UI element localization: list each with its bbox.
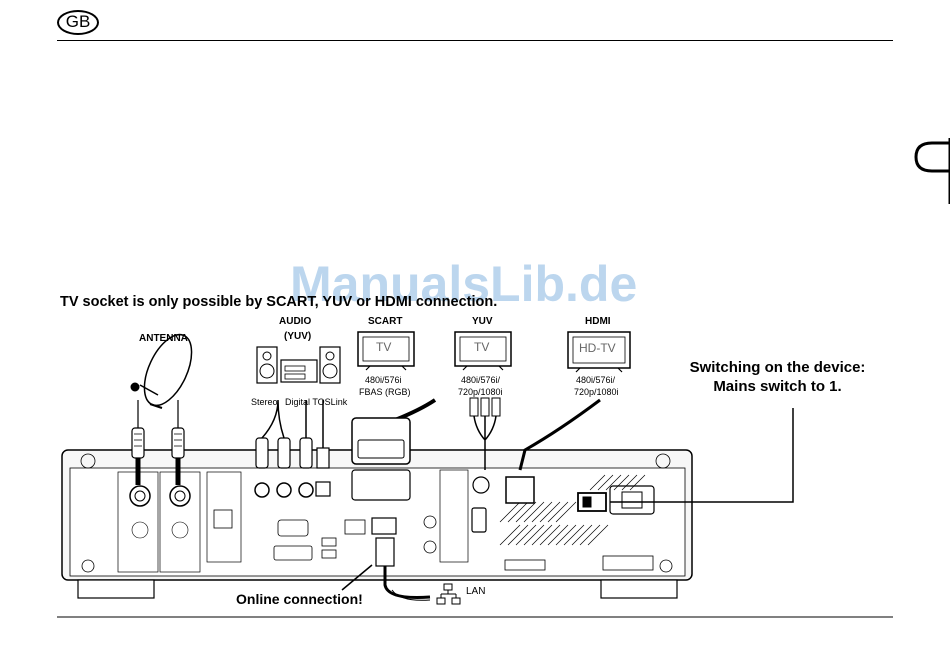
yuv-tv-text: TV [474,341,489,353]
hdmi-res-1: 480i/576i/ [576,374,615,386]
switch-note: Switching on the device: Mains switch to… [660,358,895,396]
switch-note-line1: Switching on the device: [660,358,895,377]
switch-note-line2: Mains switch to 1. [660,377,895,396]
audio-label: AUDIO [279,316,311,327]
network-icon [437,584,460,604]
antenna-label: ANTENNA [139,333,188,344]
scart-res-1: 480i/576i [365,374,402,386]
hdmi-res-2: 720p/1080i [574,386,619,398]
yuv-label: YUV [472,316,493,327]
stereo-label: Stereo [251,396,278,408]
yuv-res-1: 480i/576i/ [461,374,500,386]
hdmi-label: HDMI [585,316,611,327]
lan-label: LAN [466,586,485,597]
scart-res-2: FBAS (RGB) [359,386,411,398]
scart-label: SCART [368,316,402,327]
digital-toslink-label: Digital TOSLink [285,396,347,408]
scart-tv-text: TV [376,341,391,353]
stereo-speakers-icon [257,347,340,383]
audio-sub-label: (YUV) [284,331,311,342]
hdtv-text: HD-TV [579,342,616,354]
yuv-res-2: 720p/1080i [458,386,503,398]
online-connection-label: Online connection! [236,591,363,607]
receiver-back-panel [62,450,692,598]
